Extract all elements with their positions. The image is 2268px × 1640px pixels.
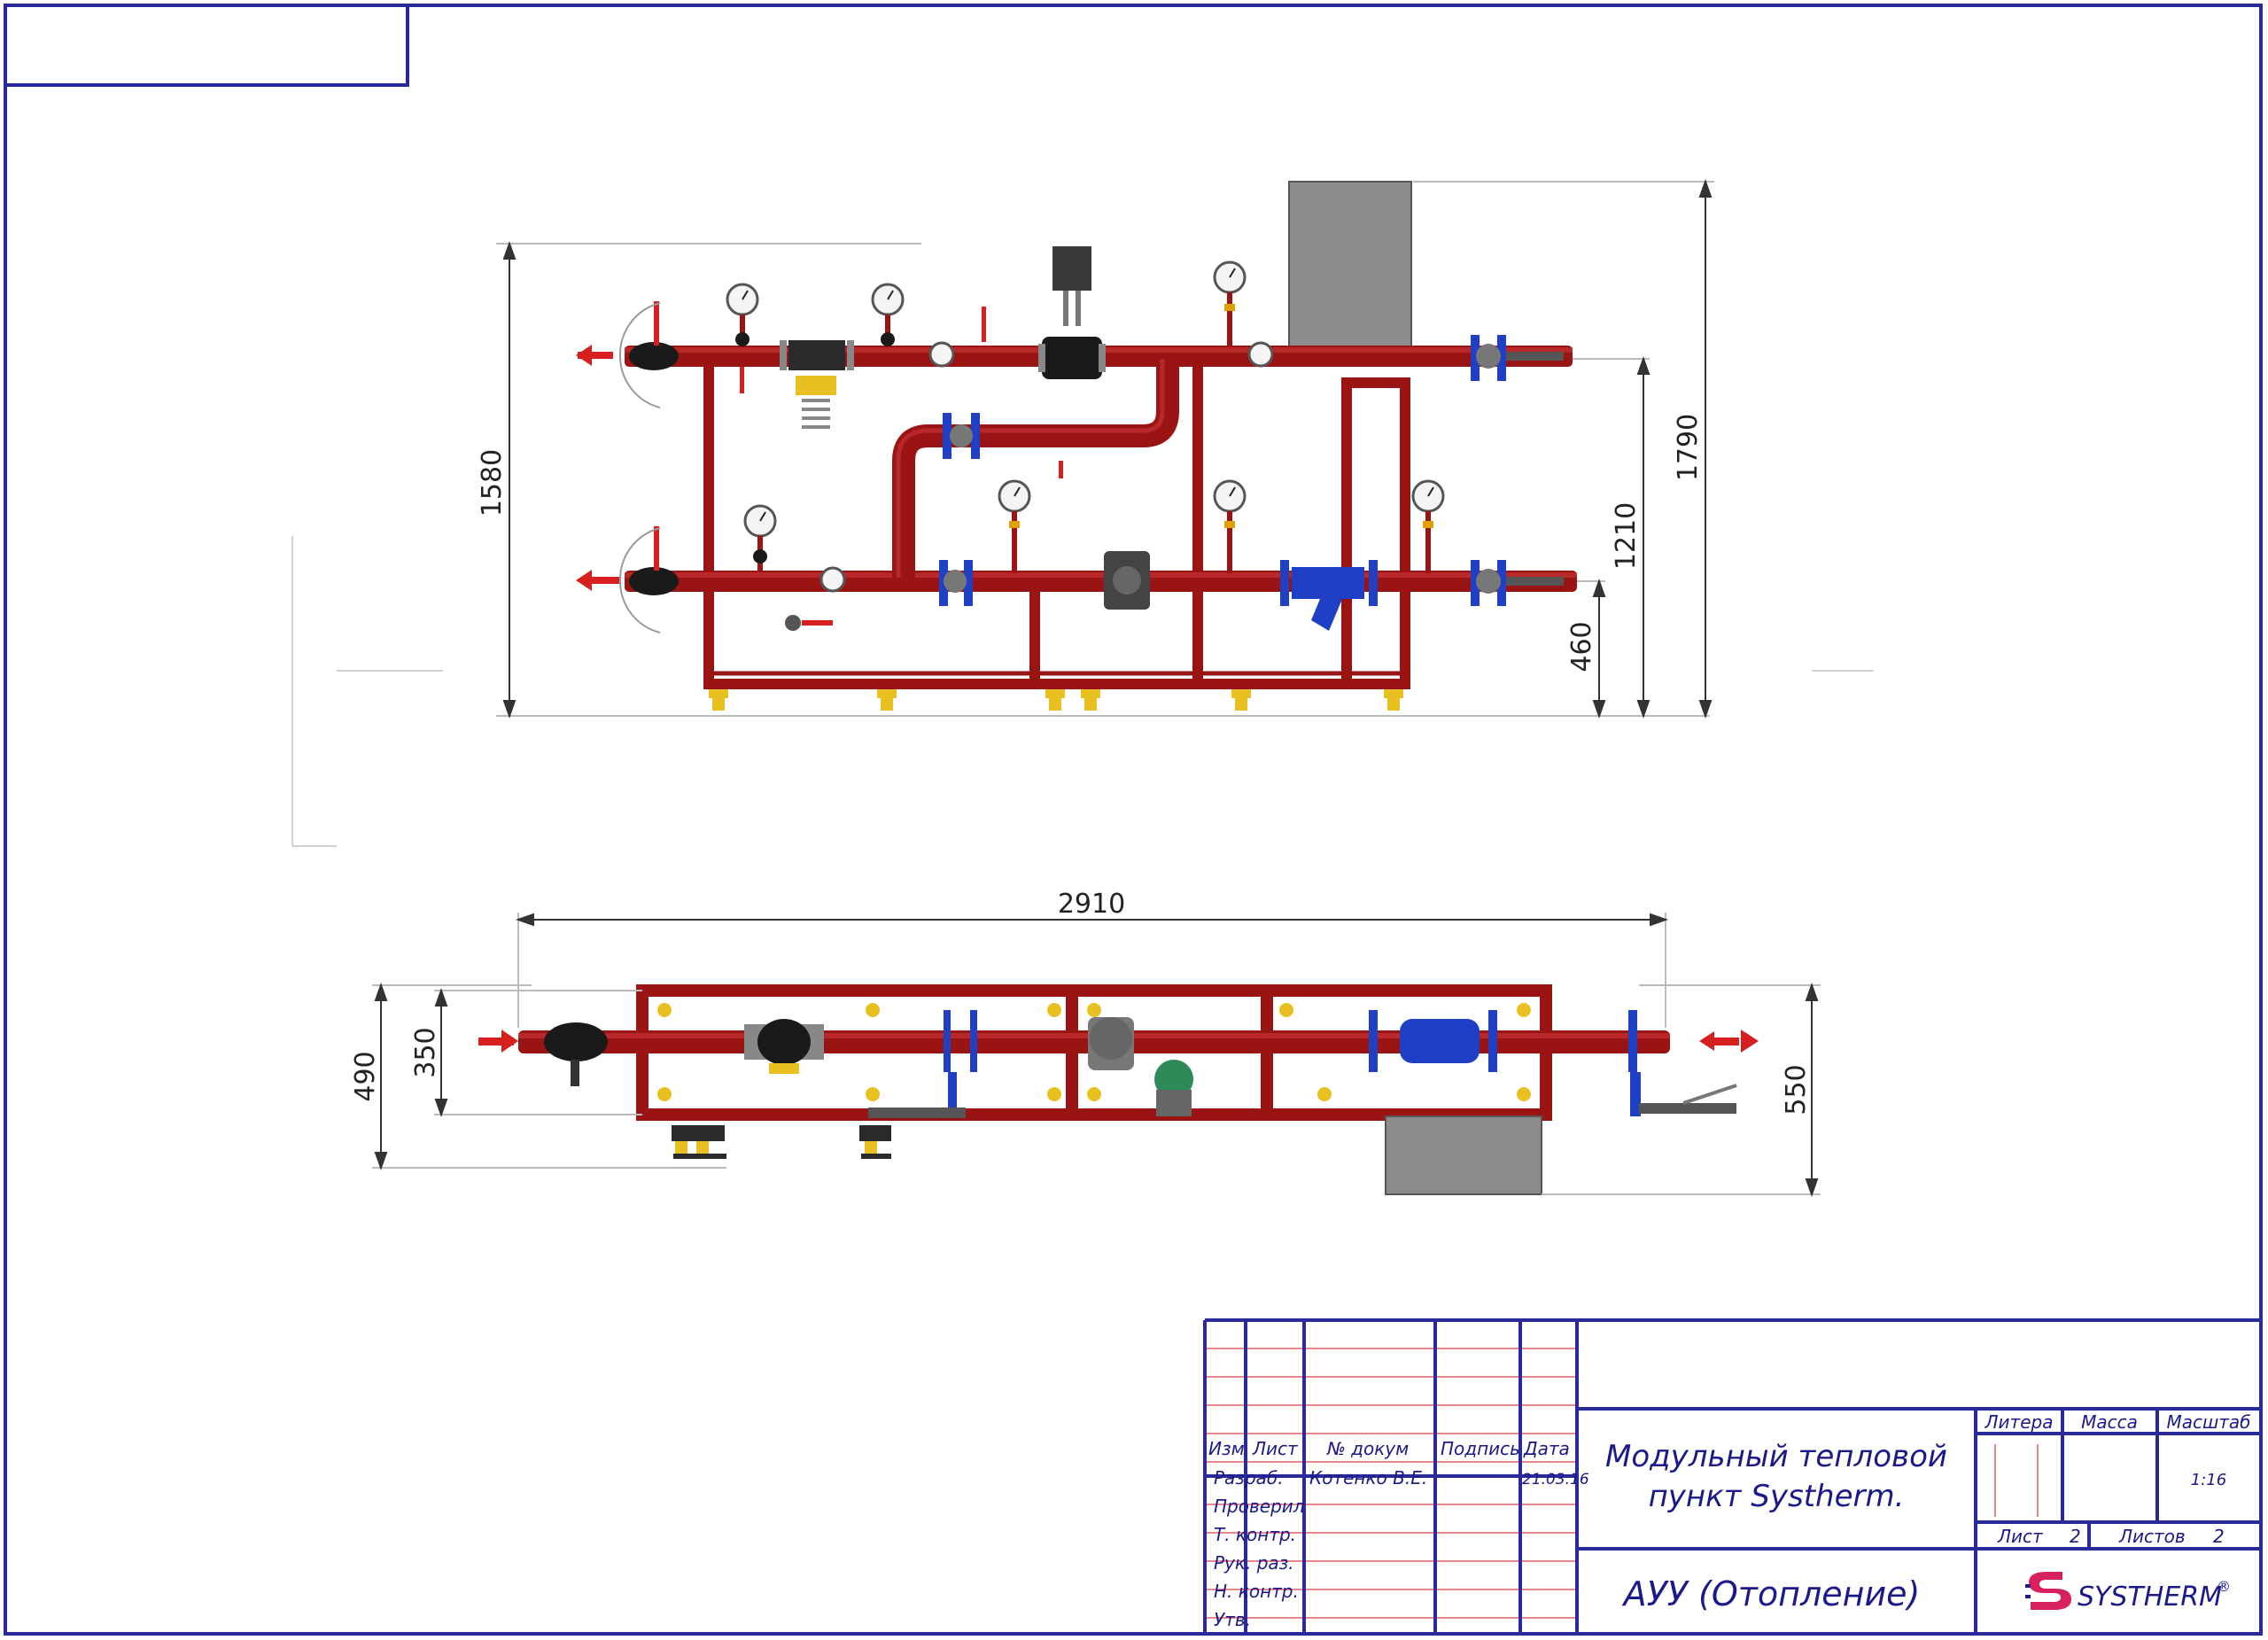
- supports-top: [672, 1084, 1737, 1159]
- systherm-logo: SYSTHERM ®: [2025, 1572, 2231, 1613]
- dim-upper-pipe-height: 1210: [1611, 502, 1642, 570]
- sheets-value: 2: [2213, 1526, 2225, 1547]
- front-view: 1580 1790 1210 460: [477, 178, 1714, 719]
- header-doc-no: № докум: [1326, 1438, 1409, 1459]
- stamp-box-top-left: [4, 4, 409, 87]
- drawing-title-line1: Модульный тепловой: [1605, 1439, 1947, 1474]
- scale-value: 1:16: [2191, 1471, 2226, 1489]
- ball-valve-top-left: [544, 1022, 608, 1061]
- control-valve-actuator: [1038, 246, 1106, 379]
- control-cabinet-top: [1385, 1115, 1542, 1195]
- dim-total-height: 1580: [477, 449, 508, 517]
- header-list: Лист: [1252, 1438, 1299, 1459]
- leveling-feet: [709, 689, 1403, 711]
- pressure-gauge: [1213, 479, 1247, 573]
- ball-valve-upper-left: [618, 301, 679, 408]
- pressure-gauge: [743, 504, 777, 571]
- dim-depth-total: 490: [350, 1051, 381, 1101]
- title-block-grid: [1203, 1318, 2261, 1634]
- header-date: Дата: [1523, 1438, 1570, 1459]
- mass-label: Масса: [2081, 1411, 2138, 1433]
- pressure-gauge: [1411, 479, 1445, 573]
- flange-valve-lower-right: [1471, 560, 1564, 606]
- role-checked: Проверил: [1214, 1496, 1305, 1517]
- bypass-pipe: [892, 359, 1179, 578]
- developer-name: Котенко В.Е.: [1309, 1467, 1427, 1488]
- outer-frame: [4, 4, 2263, 1636]
- pressure-gauge: [998, 479, 1031, 573]
- sheet-value: 2: [2070, 1526, 2081, 1547]
- role-approved: Утв.: [1214, 1609, 1251, 1630]
- role-head: Рук. раз.: [1214, 1552, 1294, 1574]
- logo-text: SYSTHERM: [2078, 1582, 2222, 1613]
- litera-label: Литера: [1984, 1411, 2054, 1433]
- scale-label: Масштаб: [2166, 1411, 2250, 1433]
- developer-date: 21.03.16: [1522, 1471, 1589, 1488]
- systherm-logo-icon: [2025, 1572, 2071, 1610]
- circulation-pump: [1104, 551, 1150, 610]
- dim-depth-frame: 350: [410, 1027, 441, 1077]
- header-izm: Изм: [1208, 1438, 1245, 1459]
- support-frame: [703, 354, 1410, 689]
- dim-depth-with-box: 550: [1781, 1064, 1812, 1115]
- construction-lines: [291, 536, 1874, 847]
- circulation-pump-top: [1088, 1017, 1193, 1116]
- inlet-arrow-top: [478, 1030, 518, 1053]
- pressure-gauge: [871, 283, 905, 346]
- thermometer: [819, 341, 1274, 593]
- dimension-lines-front: [496, 178, 1714, 719]
- drawing-title-line2: пункт Systherm.: [1649, 1479, 1905, 1514]
- flange-valve-lower-middle: [939, 560, 973, 606]
- outlet-arrow: [576, 570, 620, 591]
- dimension-lines-top: [372, 913, 1821, 1198]
- outlet-arrow-top: [1699, 1030, 1759, 1053]
- flange-bypass: [943, 413, 980, 459]
- dim-overall-height: 1790: [1673, 414, 1704, 481]
- flange-valve-upper-right: [1471, 335, 1564, 381]
- flanges-top: [944, 1010, 1641, 1116]
- pressure-gauge: [726, 283, 759, 346]
- drawing-subtitle: АУУ (Отопление): [1621, 1574, 1921, 1613]
- pressure-regulator-top: [744, 1019, 824, 1074]
- pressure-gauge: [1213, 260, 1247, 346]
- inlet-arrow: [576, 345, 613, 366]
- sheets-label: Листов: [2118, 1526, 2186, 1547]
- role-norm-control: Н. контр.: [1214, 1581, 1299, 1602]
- dim-lower-pipe-height: 460: [1566, 621, 1597, 672]
- frame-brackets: [657, 1003, 1531, 1101]
- ball-valve-lower-left: [618, 526, 679, 633]
- role-developer: Разраб.: [1214, 1467, 1284, 1488]
- header-signature: Подпись: [1441, 1438, 1520, 1459]
- revision-table-lines: [1207, 1348, 2039, 1619]
- y-strainer: [1280, 560, 1378, 631]
- role-tech-control: Т. контр.: [1214, 1524, 1296, 1545]
- drain-valves: [740, 307, 1063, 631]
- pressure-regulator: [780, 340, 854, 429]
- control-cabinet: [1288, 181, 1412, 364]
- title-block: Изм Лист № докум Подпись Дата Разраб. Пр…: [1203, 1318, 2261, 1634]
- logo-registered-mark: ®: [2217, 1578, 2231, 1595]
- sheet-label: Лист: [1997, 1526, 2044, 1547]
- dim-length: 2910: [1058, 889, 1125, 920]
- top-view: 2910 350 490 550: [350, 889, 1821, 1198]
- y-strainer-top: [1400, 1019, 1480, 1063]
